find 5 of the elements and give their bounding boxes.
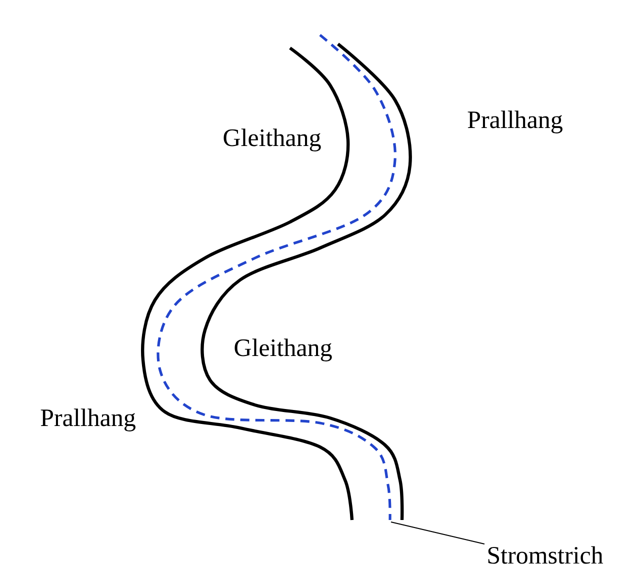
bank-label: Prallhang (468, 110, 562, 134)
callout-label: Stromstrich (488, 546, 604, 564)
leader-line (390, 522, 485, 544)
bank-label: Gleithang (224, 128, 321, 152)
bank-label: Gleithang (234, 338, 332, 362)
